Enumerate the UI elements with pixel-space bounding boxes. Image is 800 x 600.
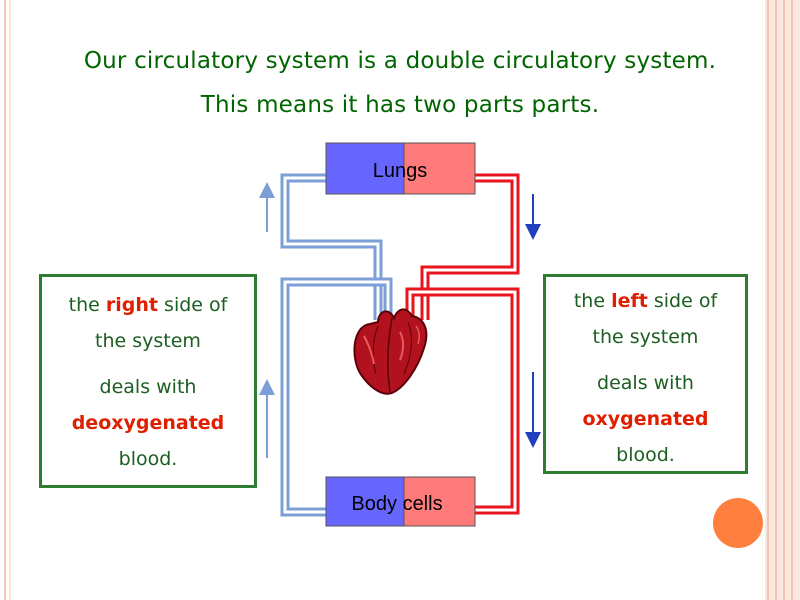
title-line-1: Our circulatory system is a double circu… bbox=[83, 48, 717, 74]
right-side-line-1: the right side of bbox=[68, 294, 228, 316]
lungs-label: Lungs bbox=[373, 160, 428, 182]
right-side-info-box: the right side of the system deals with … bbox=[39, 274, 257, 488]
left-side-line-1: the left side of bbox=[573, 290, 718, 312]
left-emphasis: left bbox=[611, 290, 648, 312]
right-side-line-3: deals with bbox=[99, 376, 197, 398]
oxygenated-vessel-pulmonary bbox=[420, 173, 520, 320]
title-line-2: This means it has two parts parts. bbox=[200, 92, 600, 118]
right-emphasis: right bbox=[105, 294, 158, 316]
deoxygenated-label: deoxygenated bbox=[71, 412, 225, 434]
right-side-line-5: blood. bbox=[118, 448, 178, 470]
body-cells-box: Body cells bbox=[325, 476, 476, 527]
orange-circle-decoration bbox=[713, 498, 763, 548]
deoxygenated-vessel-systemic bbox=[280, 277, 393, 517]
heart-icon bbox=[353, 308, 428, 395]
left-side-line-2: the system bbox=[592, 326, 699, 348]
left-side-line-5: blood. bbox=[616, 444, 675, 466]
left-side-line-3: deals with bbox=[597, 372, 694, 394]
left-side-info-box: the left side of the system deals with o… bbox=[543, 274, 748, 474]
deoxygenated-vessel-pulmonary bbox=[280, 173, 383, 320]
oxygenated-vessel-systemic bbox=[405, 287, 520, 515]
oxygenated-label: oxygenated bbox=[582, 408, 709, 430]
body-cells-label: Body cells bbox=[351, 493, 442, 515]
right-side-line-2: the system bbox=[95, 330, 201, 352]
lungs-box: Lungs bbox=[325, 142, 476, 195]
